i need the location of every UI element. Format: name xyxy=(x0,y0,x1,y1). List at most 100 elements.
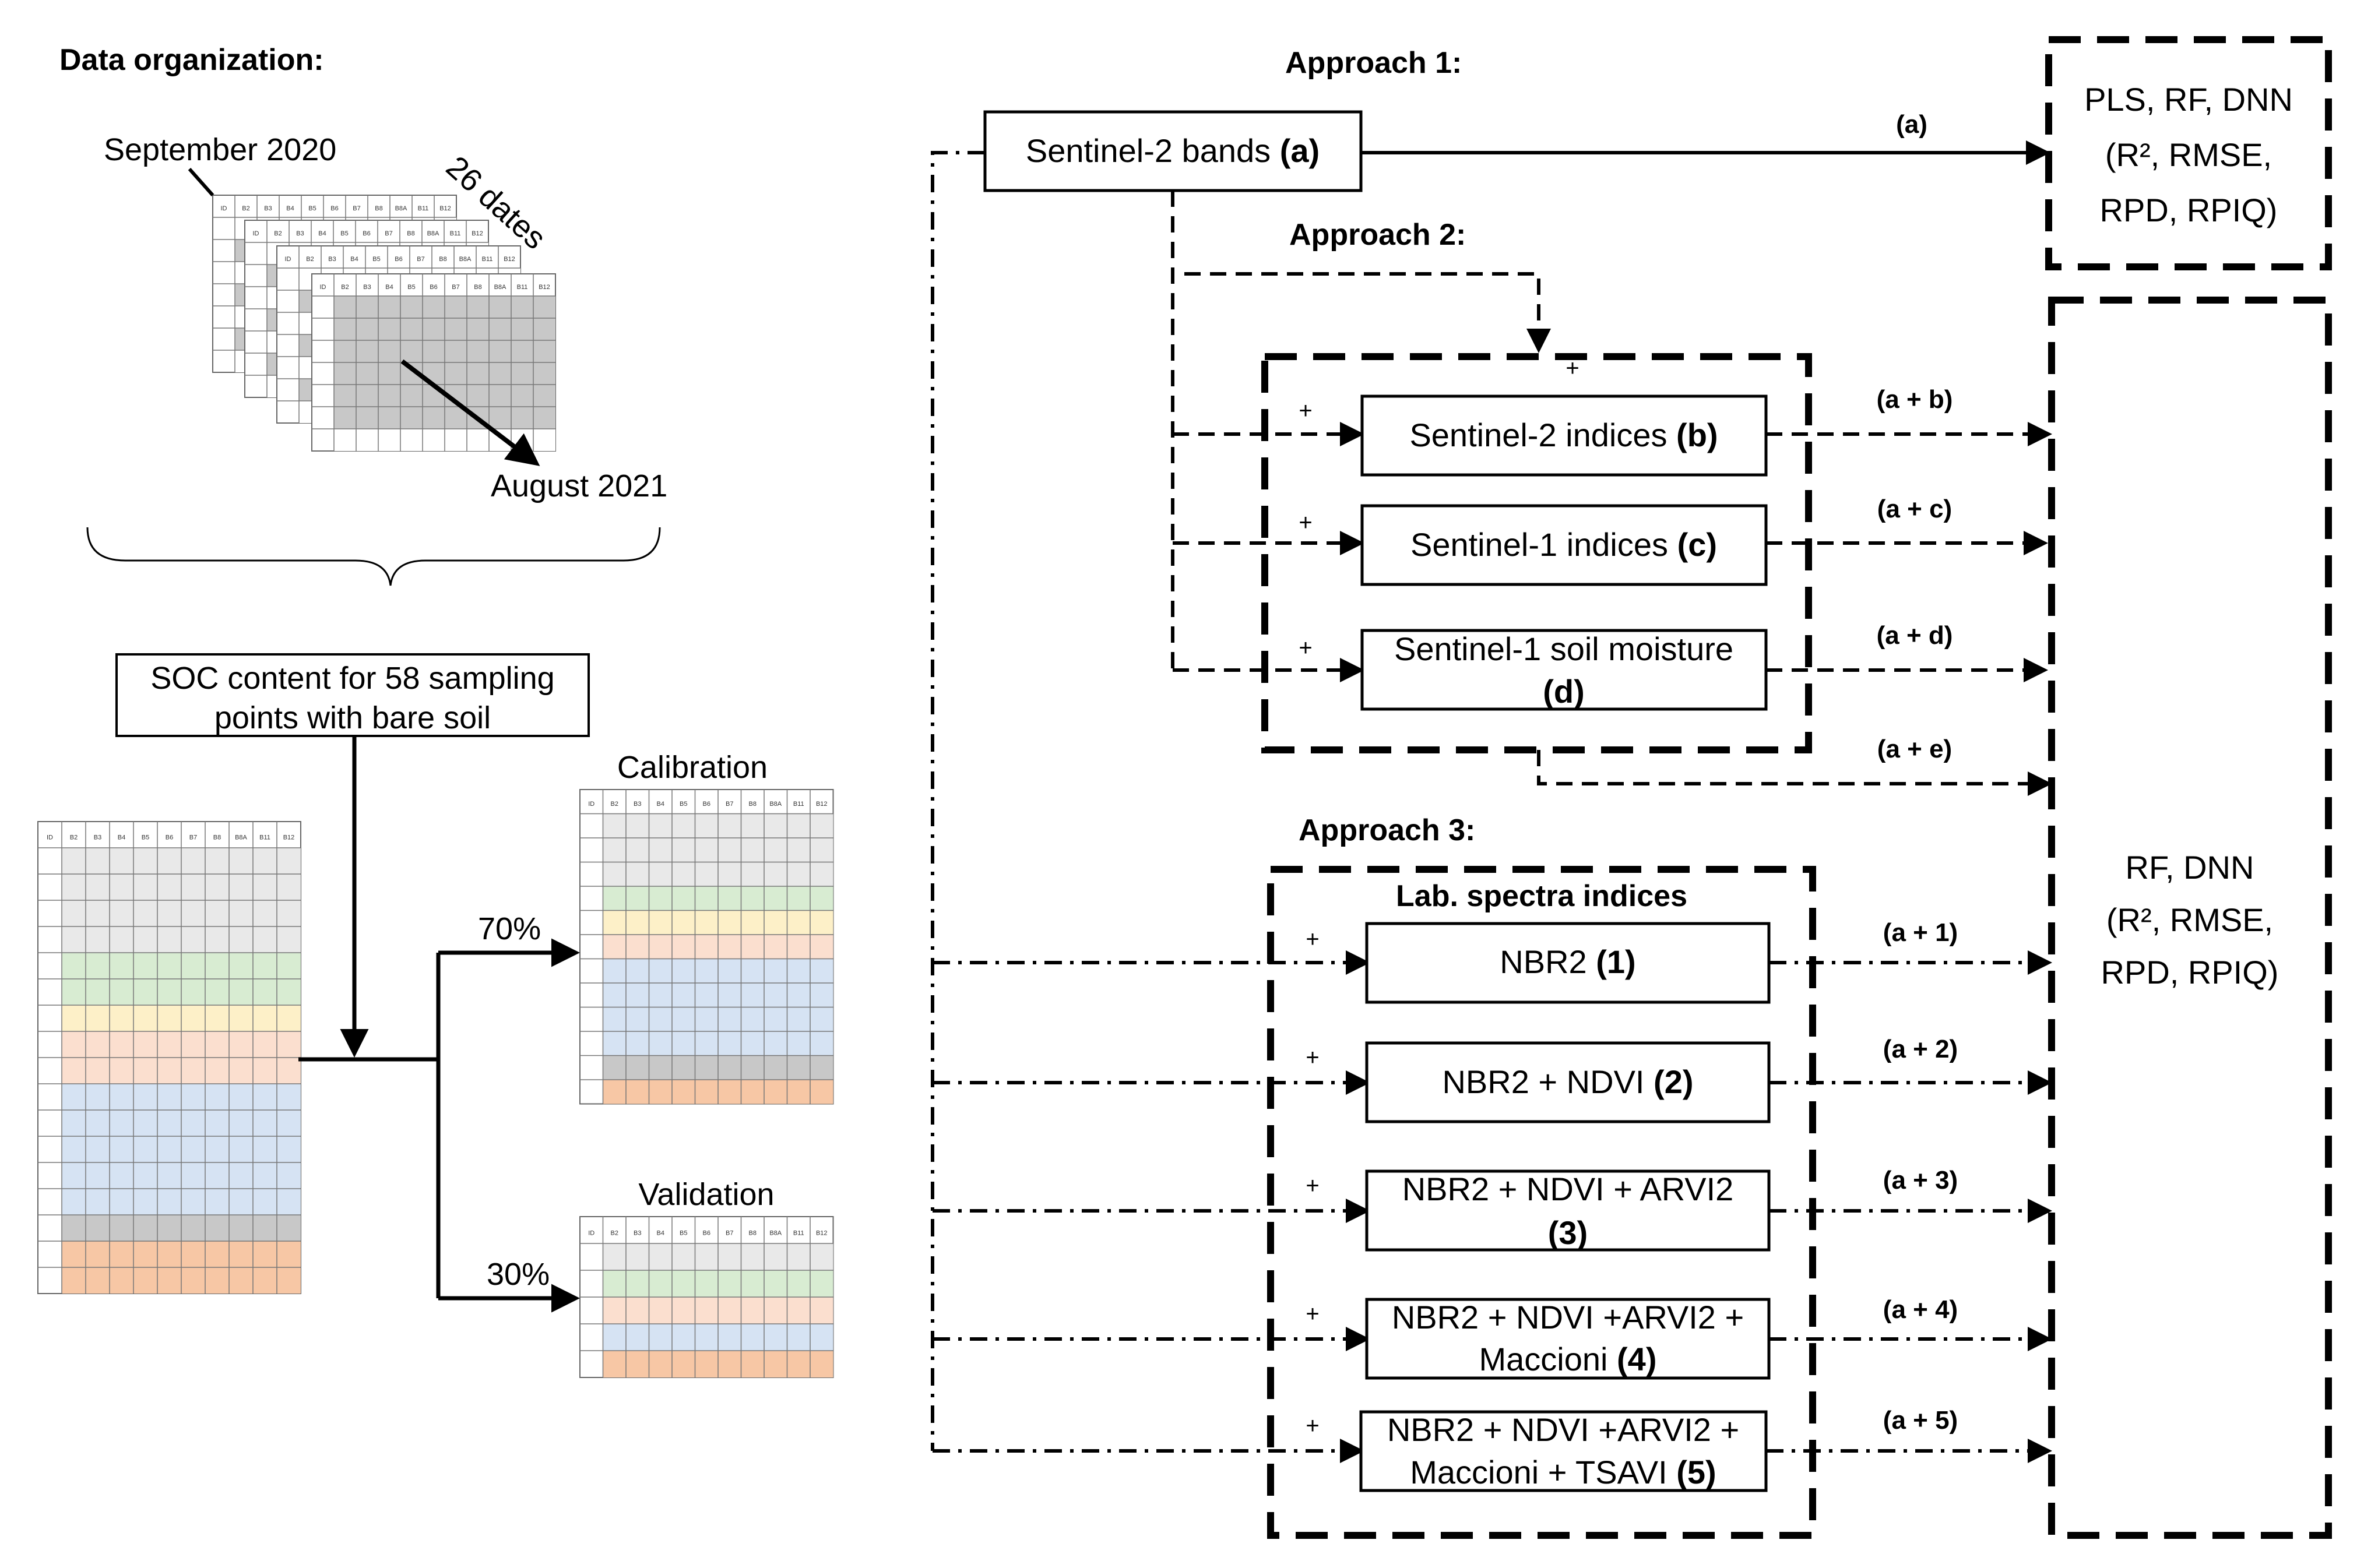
sentinel1-moisture-box xyxy=(1360,629,1768,711)
table-header-cell: B8A xyxy=(769,801,782,808)
table-header-cell: B5 xyxy=(372,256,380,263)
plus-d: + xyxy=(1299,635,1312,661)
table-header-cell: B3 xyxy=(264,205,272,212)
table-header-cell: B4 xyxy=(318,230,326,237)
plus-3: + xyxy=(1306,1173,1319,1199)
table-header-cell: B12 xyxy=(439,205,451,212)
table-header-cell: B8A xyxy=(395,205,407,212)
table-header-cell: B2 xyxy=(611,1229,618,1236)
model-box-approach23 xyxy=(2048,297,2332,1539)
table-header-cell: B4 xyxy=(385,284,393,291)
table-header-cell: B8 xyxy=(407,230,414,237)
tsavi-box xyxy=(1359,1410,1768,1492)
table-header-cell: B11 xyxy=(482,256,493,263)
approach2-connectors xyxy=(1171,191,2052,796)
table-header-cell: B11 xyxy=(793,801,804,808)
nbr2-label: NBR2 (1) xyxy=(1500,943,1635,980)
table-header-cell: B8 xyxy=(474,284,481,291)
plus-5: + xyxy=(1306,1413,1319,1439)
end-date-label: August 2021 xyxy=(491,468,667,503)
table-header-cell: B7 xyxy=(189,834,197,841)
train-split-label: 70% xyxy=(478,911,541,946)
table-header-cell: B11 xyxy=(793,1229,804,1236)
table-header-cell: B4 xyxy=(350,256,358,263)
table-header-cell: B6 xyxy=(395,256,402,263)
table-header-cell: B8 xyxy=(749,1229,757,1236)
table-header-cell: B5 xyxy=(680,1229,687,1236)
table-header-cell: B6 xyxy=(703,1229,710,1236)
validation-label: Validation xyxy=(638,1177,774,1212)
table-header-cell: B8A xyxy=(769,1229,782,1236)
table-header-cell: B4 xyxy=(286,205,294,212)
arrow-label-ad: (a + d) xyxy=(1877,621,1953,650)
table-header-cell: B2 xyxy=(306,256,314,263)
table-header-cell: B3 xyxy=(634,1229,641,1236)
test-split-label: 30% xyxy=(487,1257,550,1292)
curly-brace xyxy=(86,527,661,586)
approach2-plus-top: + xyxy=(1566,355,1579,381)
approach3-connectors xyxy=(931,151,2052,1463)
tsavi-line1: NBR2 + NDVI +ARVI2 + xyxy=(1387,1411,1739,1448)
table-header-cell: B5 xyxy=(680,801,687,808)
nbr2-ndvi-label: NBR2 + NDVI (2) xyxy=(1442,1063,1693,1100)
tsavi-line2: Maccioni + TSAVI (5) xyxy=(1410,1454,1716,1491)
model-box-approach1 xyxy=(2045,36,2332,270)
model2-line1: RF, DNN xyxy=(2126,849,2254,886)
maccioni-box xyxy=(1365,1298,1771,1380)
table-header-cell: B2 xyxy=(70,834,78,841)
table-header-cell: B8 xyxy=(213,834,221,841)
data-organization-title: Data organization: xyxy=(59,43,324,77)
table-header-cell: B2 xyxy=(242,205,249,212)
table-header-cell: B2 xyxy=(341,284,349,291)
arrow-label-a5: (a + 5) xyxy=(1883,1406,1958,1435)
table-header-cell: B7 xyxy=(385,230,392,237)
table-header-cell: B4 xyxy=(657,801,664,808)
table-header-cell: ID xyxy=(588,1229,594,1236)
approach1-title: Approach 1: xyxy=(1285,46,1462,80)
nbr2-ndvi-arvi2-line1: NBR2 + NDVI + ARVI2 xyxy=(1402,1171,1734,1207)
soc-content-line2: points with bare soil xyxy=(214,700,491,735)
table-header-cell: B7 xyxy=(452,284,459,291)
table-header-cell: B12 xyxy=(539,284,550,291)
table-header-cell: B3 xyxy=(328,256,336,263)
table-header-cell: B12 xyxy=(472,230,483,237)
sentinel1-indices-box xyxy=(1360,504,1768,586)
time-arrow xyxy=(400,359,540,466)
table-header-cell: B8 xyxy=(375,205,382,212)
table-header-cell: ID xyxy=(320,284,326,291)
table-header-cell: B7 xyxy=(353,205,360,212)
approach3-group-box xyxy=(1267,866,1816,1539)
plus-b: + xyxy=(1299,398,1312,424)
approach3-title: Approach 3: xyxy=(1299,813,1475,847)
table-header-cell: B8A xyxy=(459,256,472,263)
table-header-cell: B12 xyxy=(504,256,515,263)
table-header-cell: ID xyxy=(588,801,594,808)
table-header-cell: B11 xyxy=(418,205,429,212)
maccioni-line2: Maccioni (4) xyxy=(1479,1341,1657,1377)
table-header-cell: B7 xyxy=(726,1229,733,1236)
calibration-label: Calibration xyxy=(617,750,768,785)
split-connector xyxy=(298,953,441,1298)
start-date-label: September 2020 xyxy=(104,132,336,167)
table-header-cell: B5 xyxy=(142,834,149,841)
table-header-cell: B5 xyxy=(407,284,415,291)
table-header-cell: B8A xyxy=(427,230,439,237)
table-header-cell: B5 xyxy=(340,230,348,237)
table-header-cell: B6 xyxy=(330,205,338,212)
table-header-cell: ID xyxy=(285,256,291,263)
nbr2-ndvi-box xyxy=(1365,1041,1771,1123)
table-header-cell: B11 xyxy=(259,834,270,841)
table-header-cell: B3 xyxy=(296,230,304,237)
table-header-cell: B3 xyxy=(363,284,371,291)
table-header-cell: B6 xyxy=(166,834,173,841)
sentinel2-bands-box xyxy=(983,110,1363,192)
table-header-cell: B11 xyxy=(517,284,528,291)
plus-2: + xyxy=(1306,1045,1319,1070)
table-header-cell: B6 xyxy=(430,284,437,291)
sentinel1-moisture-tag: (d) xyxy=(1543,673,1585,710)
lab-spectra-title: Lab. spectra indices xyxy=(1396,879,1687,913)
table-header-cell: B7 xyxy=(417,256,424,263)
